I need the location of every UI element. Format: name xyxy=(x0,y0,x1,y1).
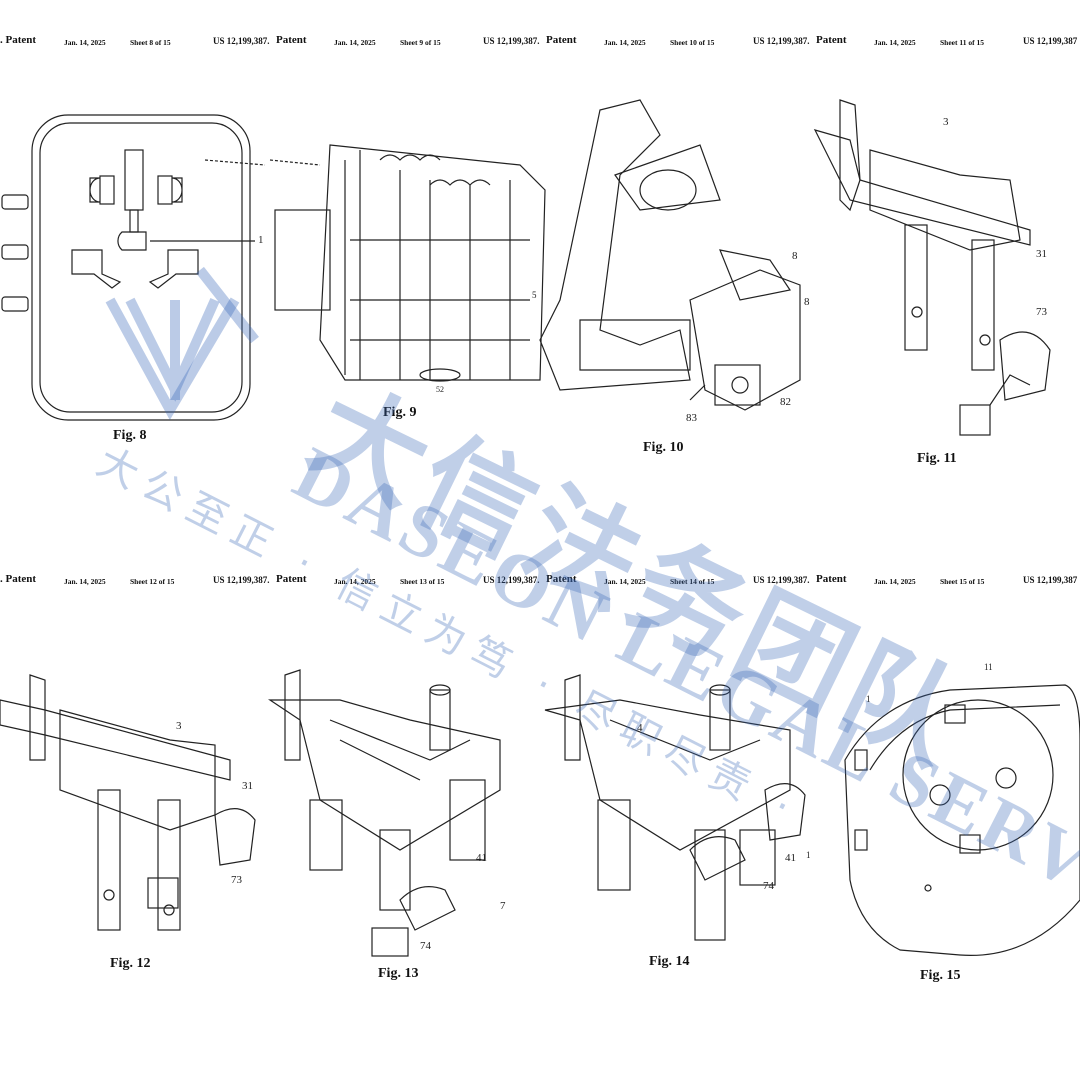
fig10-drawing xyxy=(539,99,801,411)
ref-numeral: 41 xyxy=(785,852,796,864)
ref-numeral: 4 xyxy=(637,722,643,734)
ref-numeral: 3 xyxy=(176,720,182,732)
header-sheet: Sheet 13 of 15 xyxy=(400,577,445,586)
header-number: US 12,199,387. xyxy=(483,575,540,585)
ref-numeral: 31 xyxy=(242,780,253,792)
fig13-drawing xyxy=(268,669,501,957)
header-date: Jan. 14, 2025 xyxy=(604,577,646,586)
header-patent: Patent xyxy=(816,34,847,46)
figure-label: Fig. 9 xyxy=(383,405,417,420)
fig14-drawing xyxy=(544,674,806,941)
header-patent: Patent xyxy=(276,573,307,585)
ref-numeral: 52 xyxy=(436,385,444,394)
header-date: Jan. 14, 2025 xyxy=(334,577,376,586)
watermark-logo xyxy=(105,266,259,421)
header-date: Jan. 14, 2025 xyxy=(874,577,916,586)
header-patent: Patent xyxy=(816,573,847,585)
ref-numeral: 74 xyxy=(420,940,431,952)
header-number: US 12,199,387 xyxy=(1023,36,1078,46)
ref-numeral: 41 xyxy=(476,852,487,864)
ref-numeral: 1 xyxy=(258,234,264,246)
ref-numeral: 8 xyxy=(804,296,810,308)
header-sheet: Sheet 9 of 15 xyxy=(400,38,441,47)
ref-numeral: 82 xyxy=(780,396,791,408)
header-number: US 12,199,387. xyxy=(483,36,540,46)
header-date: Jan. 14, 2025 xyxy=(604,38,646,47)
ref-numeral: 1 xyxy=(806,850,811,860)
header-patent: Patent xyxy=(276,34,307,46)
ref-numeral: 1 xyxy=(866,694,871,704)
figure-label: Fig. 15 xyxy=(920,968,961,983)
ref-numeral: 83 xyxy=(686,412,697,424)
figure-label: Fig. 13 xyxy=(378,966,419,981)
ref-numeral: 31 xyxy=(1036,248,1047,260)
header-date: Jan. 14, 2025 xyxy=(334,38,376,47)
fig11-drawing xyxy=(813,99,1051,436)
header-sheet: Sheet 15 of 15 xyxy=(940,577,985,586)
header-sheet: Sheet 11 of 15 xyxy=(940,38,984,47)
figure-label: Fig. 14 xyxy=(649,954,690,969)
figure-label: Fig. 8 xyxy=(113,428,147,443)
header-sheet: Sheet 12 of 15 xyxy=(130,577,175,586)
ref-numeral: 74 xyxy=(763,880,774,892)
header-number: US 12,199,387. xyxy=(213,575,270,585)
header-number: US 12,199,387. xyxy=(753,575,810,585)
header-date: Jan. 14, 2025 xyxy=(64,38,106,47)
header-number: US 12,199,387. xyxy=(213,36,270,46)
figure-label: Fig. 10 xyxy=(643,440,684,455)
fig9-drawing xyxy=(269,144,546,382)
ref-numeral: 73 xyxy=(231,874,242,886)
header-number: US 12,199,387. xyxy=(753,36,810,46)
fig15-drawing xyxy=(844,684,1080,956)
header-patent: Patent xyxy=(546,573,577,585)
fig8-drawing xyxy=(1,114,266,421)
ref-numeral: 3 xyxy=(943,116,949,128)
ref-numeral: 7 xyxy=(500,900,506,912)
ref-numeral: 73 xyxy=(1036,306,1047,318)
header-sheet: Sheet 10 of 15 xyxy=(670,38,715,47)
figure-label: Fig. 11 xyxy=(917,451,957,466)
header-date: Jan. 14, 2025 xyxy=(874,38,916,47)
header-patent: Patent xyxy=(546,34,577,46)
fig12-drawing xyxy=(0,674,256,931)
header-patent-lead: . Patent xyxy=(0,573,37,585)
figure-label: Fig. 12 xyxy=(110,956,151,971)
header-patent-lead: . Patent xyxy=(0,34,37,46)
header-sheet: Sheet 8 of 15 xyxy=(130,38,171,47)
ref-numeral: 11 xyxy=(984,662,993,672)
header-number: US 12,199,387 xyxy=(1023,575,1078,585)
header-date: Jan. 14, 2025 xyxy=(64,577,106,586)
ref-numeral: 5 xyxy=(532,290,537,300)
ref-numeral: 8 xyxy=(792,250,798,262)
header-sheet: Sheet 14 of 15 xyxy=(670,577,715,586)
